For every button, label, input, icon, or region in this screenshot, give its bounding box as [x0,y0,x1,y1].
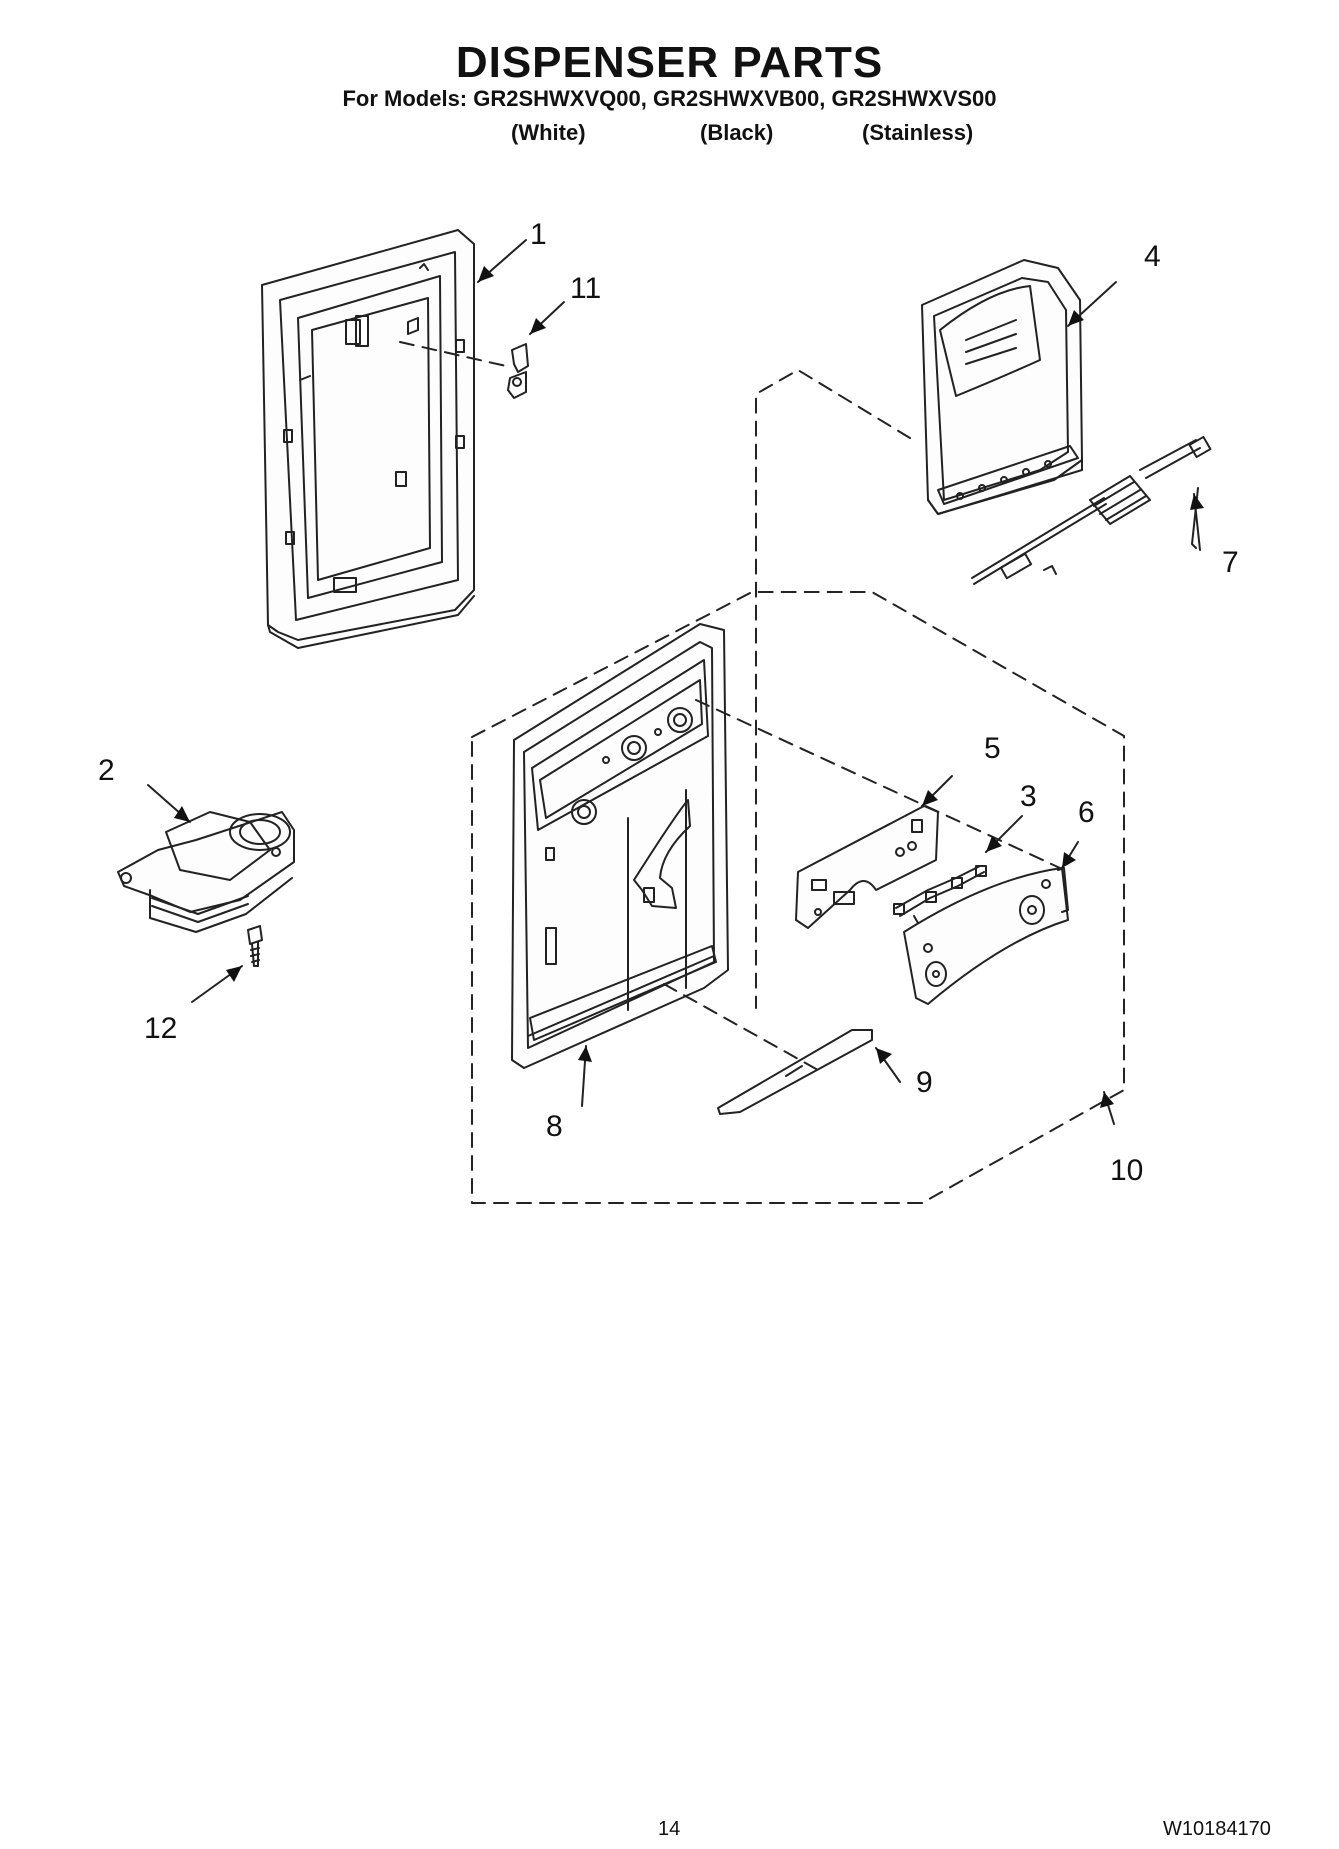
part-2-motor [117,811,295,933]
part-11-clip [507,343,529,399]
document-number: W10184170 [1163,1818,1271,1840]
callout-8: 8 [546,1110,563,1143]
callout-7: 7 [1222,546,1239,579]
variant-black: (Black) [700,120,774,145]
callout-3: 3 [1020,780,1037,813]
models-line: For Models: GR2SHWXVQ00, GR2SHWXVB00, GR… [342,86,997,111]
part-7-harness [971,435,1212,585]
callout-1: 1 [530,218,547,251]
part-9-lens [717,1029,873,1115]
callout-5: 5 [984,732,1001,765]
page-title: DISPENSER PARTS [455,38,884,87]
callout-12: 12 [144,1012,177,1045]
part-5-control-board [795,805,939,929]
callout-9: 9 [916,1066,933,1099]
leader-arrowheads [174,266,1204,1108]
callout-10: 10 [1110,1154,1143,1187]
part-1-housing-frame [261,229,475,649]
variant-white: (White) [511,120,586,145]
callout-4: 4 [1144,240,1161,273]
part-10-assembly-outline [471,591,1125,1204]
callout-6: 6 [1078,796,1095,829]
callout-11: 11 [570,272,601,305]
callout-2: 2 [98,754,115,787]
part-8-dispenser-face [511,623,729,1069]
part-12-screw [247,925,263,967]
variant-stainless: (Stainless) [862,120,974,145]
part-6-overlay-panel [903,867,1069,1005]
page-number: 14 [658,1818,681,1840]
part-4-dispenser-cover [921,259,1083,515]
